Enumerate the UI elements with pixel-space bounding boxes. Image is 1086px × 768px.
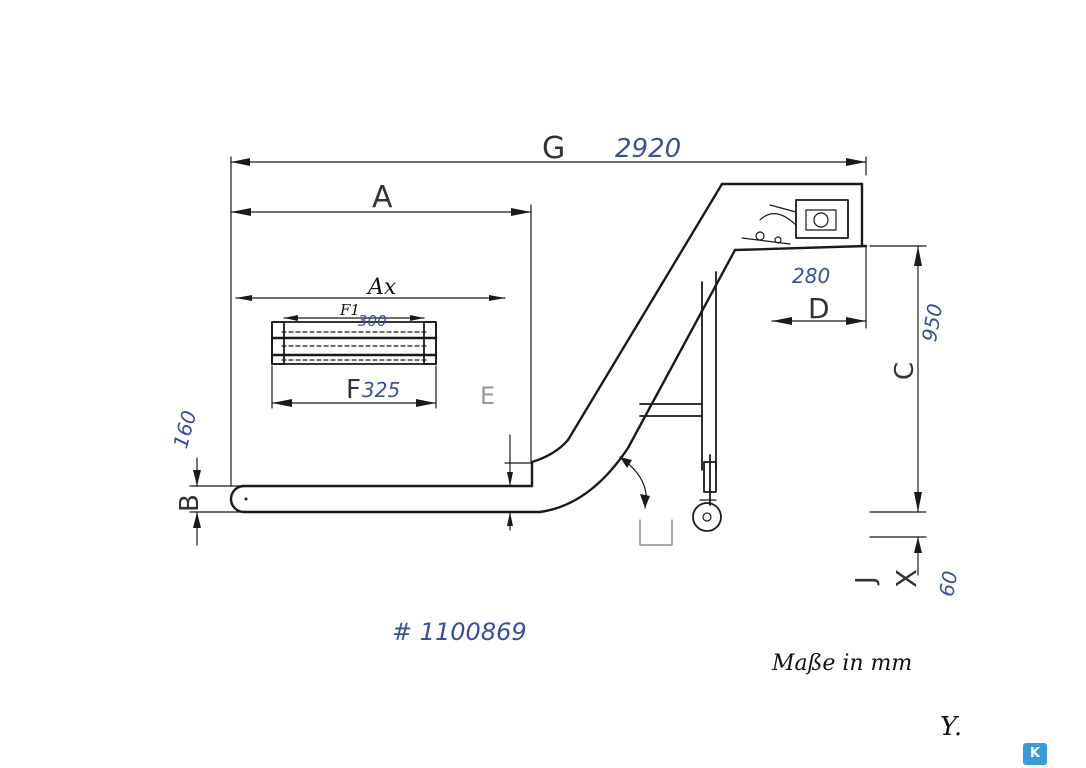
dim-a-letter: A bbox=[372, 180, 393, 215]
drawing-number: # 1100869 bbox=[392, 618, 527, 646]
dimension-ax: Ax bbox=[235, 275, 506, 301]
dim-d-value: 280 bbox=[792, 264, 830, 288]
dim-b-value: 160 bbox=[168, 408, 201, 451]
dim-ax-letter: Ax bbox=[366, 275, 397, 300]
signature: Y. bbox=[940, 712, 962, 742]
dim-g-value: 2920 bbox=[615, 134, 681, 164]
dim-b-letter: B bbox=[175, 494, 205, 512]
units-note: Maße in mm bbox=[771, 651, 912, 676]
dim-f1-value: 300 bbox=[358, 312, 387, 330]
dimension-a: A bbox=[230, 180, 532, 463]
brand-logo-icon: K bbox=[1023, 743, 1047, 765]
dim-x-letter: X bbox=[890, 569, 923, 588]
angle-marker bbox=[619, 456, 673, 546]
dim-d-letter: D bbox=[808, 292, 830, 325]
dimension-x: J X 60 bbox=[851, 536, 962, 598]
dim-f-letter: F bbox=[346, 375, 361, 405]
dimension-d: 280 D bbox=[771, 245, 867, 329]
conveyor-body bbox=[229, 182, 868, 514]
dimension-c: C 950 bbox=[869, 245, 947, 513]
dim-j-letter: J bbox=[851, 576, 881, 586]
dim-f-value: 325 bbox=[362, 378, 400, 402]
support-frame bbox=[639, 271, 722, 532]
dim-c-letter: C bbox=[890, 362, 920, 380]
dim-e-letter: E bbox=[480, 382, 495, 410]
dimension-g: G 2920 bbox=[230, 131, 867, 487]
dimension-e: E bbox=[480, 382, 533, 531]
dimension-b: B 160 bbox=[168, 408, 245, 546]
belt-cross-section: F1 300 F 325 bbox=[270, 301, 438, 409]
dim-g-letter: G bbox=[542, 131, 565, 166]
dim-c-value: 950 bbox=[917, 302, 947, 344]
dim-f1-letter: F1 bbox=[339, 301, 360, 319]
dim-x-value: 60 bbox=[934, 569, 962, 598]
